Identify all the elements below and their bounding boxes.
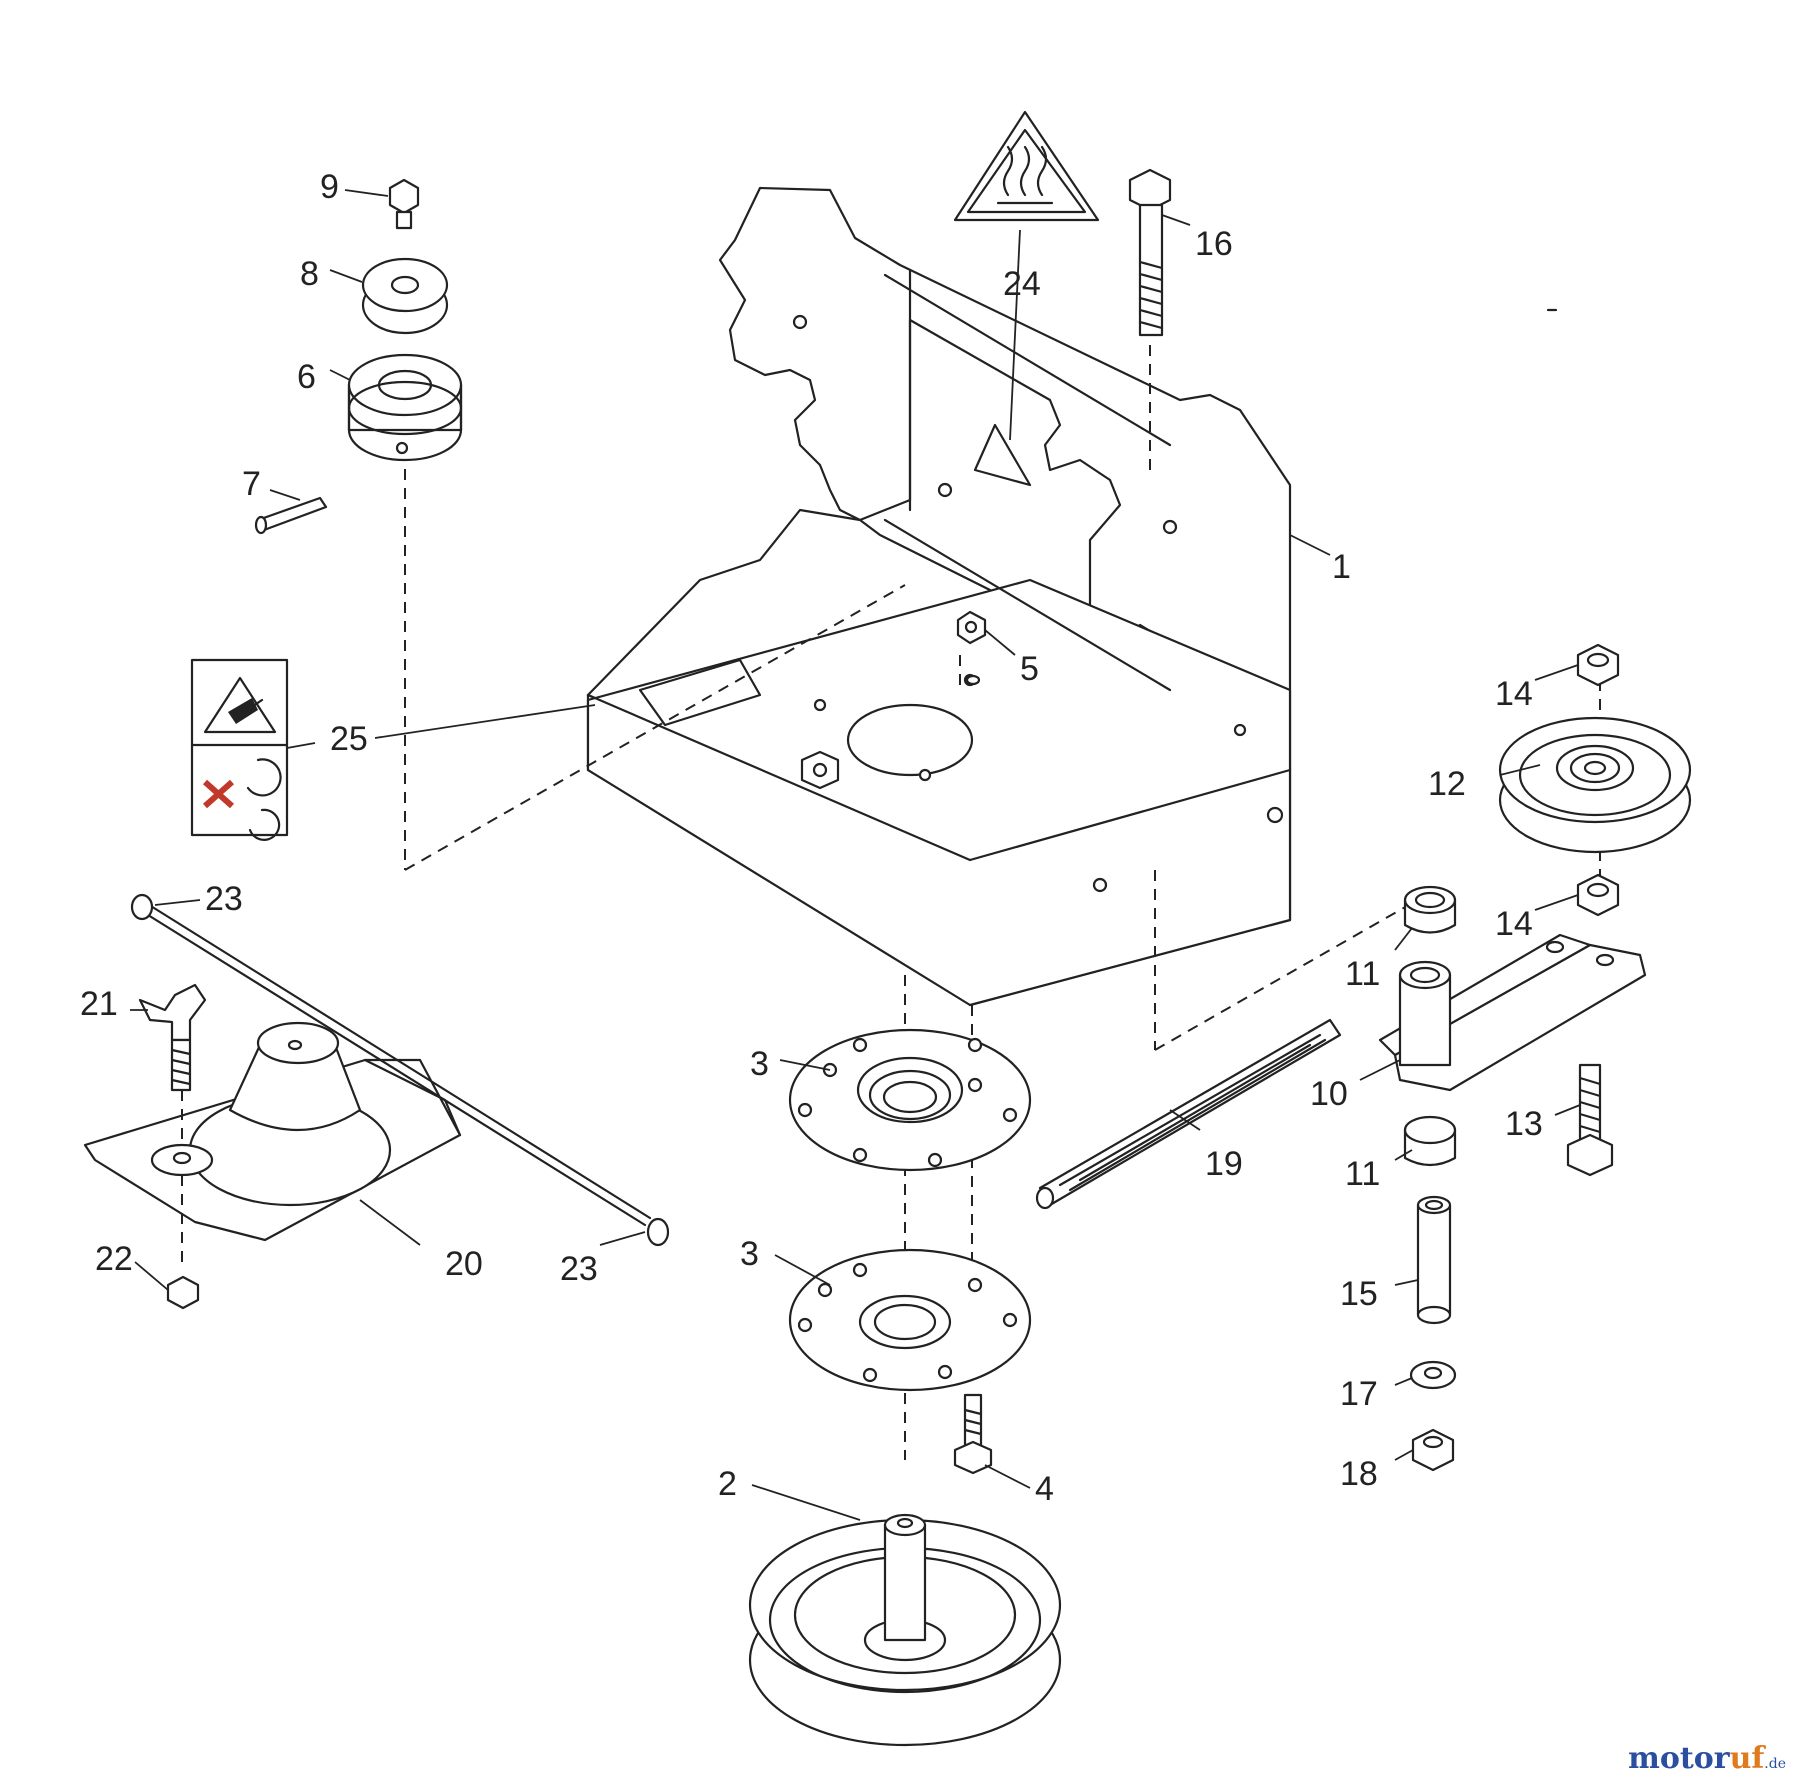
part-label-19: 19	[1205, 1145, 1243, 1183]
bearing-flange-part-3-lower	[788, 1248, 1032, 1392]
part-label-11-upper: 11	[1345, 955, 1380, 993]
part-label-1: 1	[1332, 548, 1351, 586]
part-label-21: 21	[80, 985, 118, 1023]
mounting-frame-part	[586, 186, 1292, 1007]
part-label-8: 8	[300, 255, 319, 293]
part-label-12: 12	[1428, 765, 1466, 803]
tension-arm-part-10	[1378, 933, 1647, 1092]
part-label-22: 22	[95, 1240, 133, 1278]
bearing-flange-part-3-upper	[788, 1028, 1032, 1172]
bushing-part-11-upper	[1403, 885, 1457, 934]
part-label-23-left: 23	[205, 880, 243, 918]
part-label-10: 10	[1310, 1075, 1348, 1113]
site-watermark: motoruf.de	[1628, 1741, 1786, 1776]
pin-part-7	[254, 496, 328, 535]
part-label-23-right: 23	[560, 1250, 598, 1288]
part-label-25: 25	[330, 720, 368, 758]
part-label-4: 4	[1035, 1470, 1054, 1508]
nut-part-22	[166, 1275, 200, 1310]
nut-part-14-lower	[1576, 873, 1620, 917]
part-label-9: 9	[320, 168, 339, 206]
sleeve-part-15	[1416, 1195, 1452, 1325]
part-label-24: 24	[1003, 265, 1041, 303]
part-label-13: 13	[1505, 1105, 1543, 1143]
watermark-suffix: .de	[1764, 1756, 1786, 1772]
wire-guard-part-20	[83, 1021, 462, 1242]
part-number-labels: 1 2 3 3 4 5 6 7 8 9 10 11 11 12 13 14 14…	[80, 168, 1543, 1508]
nut-part-18	[1411, 1428, 1455, 1472]
part-label-3-lower: 3	[740, 1235, 759, 1273]
hot-surface-warning-icon	[996, 145, 1054, 205]
watermark-text-a: motor	[1628, 1741, 1730, 1776]
part-label-14-lower: 14	[1495, 905, 1533, 943]
part-label-20: 20	[445, 1245, 483, 1283]
part-label-7: 7	[242, 465, 261, 503]
washer-part-8	[361, 257, 449, 335]
hub-part-6	[347, 353, 463, 462]
tension-pulley-part-12	[1498, 716, 1692, 854]
nut-part-5	[956, 610, 987, 686]
warning-decal-part-25	[190, 658, 289, 841]
washer-part-20-center	[150, 1143, 214, 1265]
rotating-parts-warning-icon	[203, 758, 282, 841]
part-label-17: 17	[1340, 1375, 1378, 1413]
hot-surface-decal-part-24	[953, 110, 1100, 222]
part-label-15: 15	[1340, 1275, 1378, 1313]
part-label-18: 18	[1340, 1455, 1378, 1493]
washer-part-17	[1409, 1360, 1457, 1390]
part-label-11-lower: 11	[1345, 1155, 1380, 1193]
bushing-part-11-lower	[1403, 1115, 1457, 1167]
nut-part-14-upper	[1576, 643, 1620, 687]
part-label-5: 5	[1020, 650, 1039, 688]
bolt-part-16	[1128, 168, 1172, 337]
part-label-2: 2	[718, 1465, 737, 1503]
part-label-16: 16	[1195, 225, 1233, 263]
watermark-text-b: uf	[1729, 1741, 1765, 1776]
nut-part-9	[388, 178, 420, 230]
pulley-part-2	[748, 1513, 1062, 1747]
leader-lines	[130, 189, 1581, 1521]
part-label-14-upper: 14	[1495, 675, 1533, 713]
hand-crush-warning-icon	[203, 676, 277, 734]
bolt-part-4	[953, 1393, 993, 1475]
wing-nut-part-21	[138, 983, 207, 1155]
part-label-6: 6	[297, 358, 316, 396]
rod-part-23	[130, 893, 670, 1247]
part-label-3-upper: 3	[750, 1045, 769, 1083]
bolt-part-13	[1566, 1063, 1614, 1177]
spring-part-19	[1035, 1018, 1342, 1210]
